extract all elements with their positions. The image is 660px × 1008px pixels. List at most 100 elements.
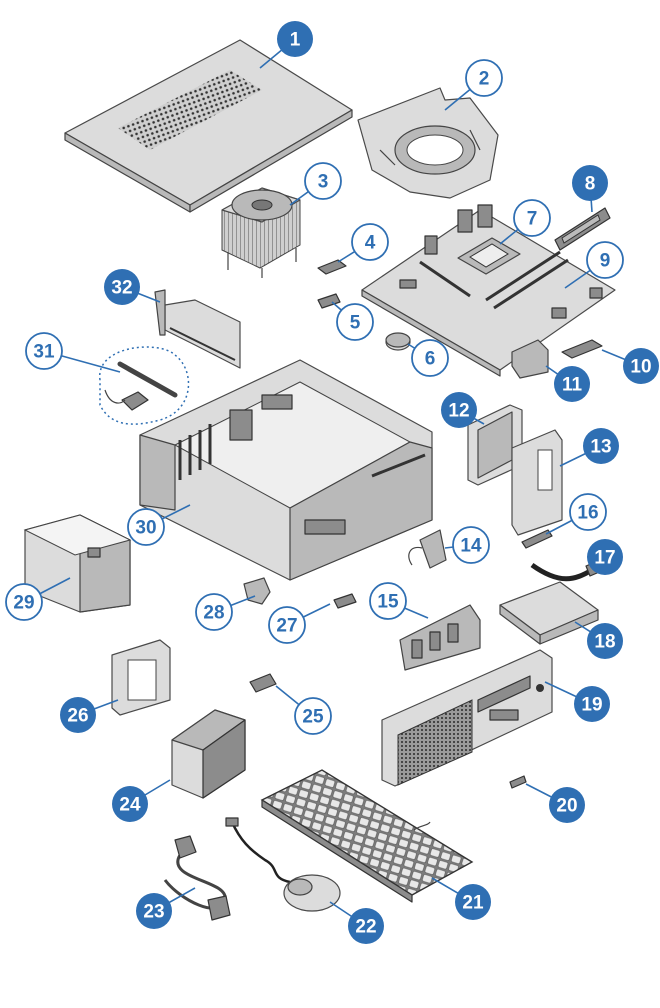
power-switch-assembly [408, 529, 447, 569]
storage-bracket [511, 339, 549, 379]
callout-layer: 1234567891011121314151617181920212223242… [5, 21, 659, 944]
front-bezel [381, 649, 553, 787]
optical-drive [499, 581, 599, 645]
callout-circle [549, 787, 585, 823]
callout-12: 12 [441, 392, 477, 428]
callout-circle [455, 884, 491, 920]
callout-24: 24 [112, 786, 148, 822]
callout-label: 3 [318, 172, 329, 193]
callout-circle [572, 165, 608, 201]
chassis [139, 359, 433, 581]
callout-circle [569, 493, 607, 531]
callout-22: 22 [348, 908, 384, 944]
callout-label: 20 [556, 796, 577, 817]
callout-label: 10 [630, 357, 651, 378]
hdd-bracket [111, 639, 171, 716]
callout-circle [348, 908, 384, 944]
callout-circle [554, 366, 590, 402]
callout-label: 11 [562, 375, 583, 396]
system-board [361, 204, 616, 377]
callout-circle [5, 583, 43, 621]
callout-10: 10 [623, 348, 659, 384]
callout-circle [623, 348, 659, 384]
callout-label: 28 [203, 603, 224, 624]
callout-label: 15 [377, 592, 399, 613]
top-cover [64, 39, 353, 213]
callout-16: 16 [569, 493, 607, 531]
hard-disk-drive [171, 709, 246, 799]
callout-circle [465, 59, 503, 97]
callout-27: 27 [268, 606, 306, 644]
front-io-board [399, 604, 481, 671]
callout-1: 1 [277, 21, 313, 57]
screw [509, 775, 527, 789]
pci-express-card [154, 289, 241, 369]
rear-io-slots [178, 394, 293, 480]
callout-label: 8 [585, 174, 596, 195]
callout-30: 30 [127, 508, 165, 546]
callout-25: 25 [294, 697, 332, 735]
callout-11: 11 [554, 366, 590, 402]
drive-bay-bracket [511, 429, 563, 536]
callout-circle [411, 339, 449, 377]
m2-storage-drive [561, 339, 603, 359]
callout-3: 3 [304, 162, 342, 200]
callout-label: 6 [425, 349, 436, 370]
cable-connector [521, 529, 553, 549]
callout-circle [586, 241, 624, 279]
heat-sink-fan [221, 187, 301, 278]
callout-28: 28 [195, 593, 233, 631]
callout-circle [60, 697, 96, 733]
callout-circle [25, 332, 63, 370]
callout-label: 22 [355, 917, 376, 938]
wifi-antenna [99, 346, 190, 425]
wifi-card [317, 259, 347, 275]
callout-circle [513, 199, 551, 237]
callout-26: 26 [60, 697, 96, 733]
callout-20: 20 [549, 787, 585, 823]
callout-29: 29 [5, 583, 43, 621]
callout-circle [112, 786, 148, 822]
callout-label: 26 [67, 706, 88, 727]
callout-label: 30 [135, 518, 156, 539]
callout-label: 27 [276, 616, 297, 637]
keyboard [260, 769, 474, 903]
callout-17: 17 [587, 539, 623, 575]
callout-circle [574, 686, 610, 722]
callout-circle [277, 21, 313, 57]
memory-module [554, 207, 611, 251]
callout-label: 25 [302, 707, 324, 728]
callout-circle [127, 508, 165, 546]
mouse [225, 817, 341, 912]
callout-label: 2 [479, 69, 490, 90]
callout-2: 2 [465, 59, 503, 97]
callout-4: 4 [351, 223, 389, 261]
cable-clip [249, 673, 277, 693]
air-baffle [357, 87, 499, 199]
power-cord [163, 835, 231, 921]
thermal-sensor [333, 593, 357, 609]
callout-14: 14 [452, 526, 490, 564]
callout-label: 31 [33, 342, 55, 363]
front-bracket [243, 577, 271, 605]
callout-15: 15 [369, 582, 407, 620]
callout-32: 32 [104, 269, 140, 305]
callout-19: 19 [574, 686, 610, 722]
callout-8: 8 [572, 165, 608, 201]
callout-label: 14 [460, 536, 482, 557]
callout-circle [136, 893, 172, 929]
callout-label: 12 [448, 401, 469, 422]
callout-label: 1 [290, 30, 301, 51]
callout-label: 17 [594, 548, 615, 569]
callout-23: 23 [136, 893, 172, 929]
callout-13: 13 [583, 428, 619, 464]
callout-label: 18 [594, 632, 615, 653]
callout-label: 32 [111, 278, 132, 299]
callout-label: 4 [365, 233, 376, 254]
callout-label: 29 [13, 593, 34, 614]
callout-circle [195, 593, 233, 631]
callout-9: 9 [586, 241, 624, 279]
callout-7: 7 [513, 199, 551, 237]
